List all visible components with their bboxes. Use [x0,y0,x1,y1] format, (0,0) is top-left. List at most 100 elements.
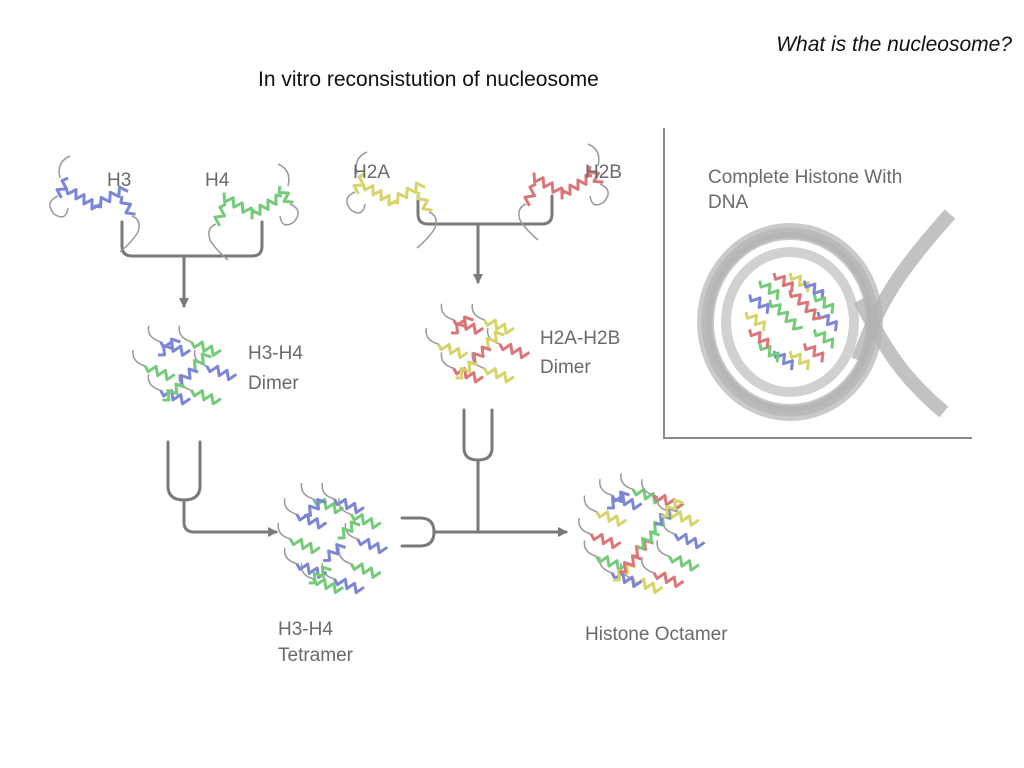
histone-tail [583,540,597,558]
h2ah2b-dimer-helix [498,342,531,360]
histone-tail [578,517,592,535]
h2ah2b-dimer-helix [483,318,515,335]
histone-tail [300,562,314,580]
h2a-monomer-helix [361,183,398,207]
label-tetramer-line1: H3-H4 [278,619,333,640]
slide-title: What is the nucleosome? [776,33,1012,56]
nucleosome-core-helix [788,272,810,293]
panel-title-line2: DNA [708,192,748,213]
dna-linker-lower [853,296,949,418]
h3h4-tetramer-helix [333,577,365,595]
histone-tail [589,183,609,206]
h3h4-tetramer-helix [308,565,332,585]
h3h4-tetramer-helix [323,543,347,562]
histone-tail [471,303,485,321]
h3h4-dimer-helix [143,364,176,382]
dna-linker-upper [851,209,956,363]
histone-octamer-helix [610,494,643,511]
h3-monomer-helix [119,195,136,216]
nucleosome-core-helix [772,350,794,371]
protein-illustrations [49,143,838,595]
histone-tail [321,482,335,500]
nucleosome-core-helix [802,280,825,301]
histone-octamer-helix [652,571,685,588]
panel-title-line1: Complete Histone With [708,167,902,188]
histone-tail [283,498,298,516]
histone-tail [300,482,314,500]
h2b-monomer-helix [587,165,604,184]
h3-h4-merge-arrow [120,220,264,306]
histone-tail [58,155,71,179]
h2ah2b-dimer-helix [483,367,515,384]
histone-tail [147,325,161,343]
label-h3h4-dimer-line2: Dimer [248,373,299,394]
h4-monomer-helix [213,202,227,227]
slide-subtitle: In vitro reconsistution of nucleosome [258,68,599,91]
h3h4-tetramer-helix [295,513,328,530]
h3-monomer-helix [93,185,129,209]
h2ah2b-dimer-helix [436,342,469,360]
h2b-monomer-helix [560,173,593,200]
histone-tail [599,479,613,496]
histone-tail [620,473,634,490]
h2a-monomer-helix [416,191,433,212]
histone-octamer-helix [660,498,684,518]
h2a-h2b-merge-arrow [416,194,554,282]
histone-octamer-helix [606,490,630,510]
nucleosome-core-helix [816,311,838,332]
dimer-to-tetramer-arrow [166,440,276,532]
h3h4-tetramer-helix [289,537,321,555]
h3h4-tetramer-helix [349,562,382,579]
nucleosome-core-helix [788,289,824,321]
label-h3: H3 [107,170,131,191]
histone-octamer-helix [595,510,628,527]
panel-frame [663,128,972,439]
h2ah2b-dimer-helix [455,360,479,380]
h3h4-dimer-helix [190,389,222,406]
histone-tail [599,556,613,574]
histone-tail [518,203,539,241]
h3h4-dimer-helix [205,364,238,382]
h2ah2b-drop-line [462,408,494,534]
histone-tail [425,327,439,345]
h3h4-tetramer-helix [356,537,389,555]
histone-octamer-helix [668,555,700,572]
histone-tail [132,349,146,367]
h2a-monomer-helix [390,181,426,205]
histone-tail [119,215,140,253]
nucleosome-core-helix [772,272,794,293]
h3h4-tetramer-helix [349,513,382,530]
histone-tail [416,211,437,249]
h3h4-tetramer-helix [312,577,345,595]
histone-tail [338,547,352,565]
histone-tail [283,547,298,565]
label-octamer: Histone Octamer [585,624,728,645]
histone-tail [583,495,597,513]
histone-octamer-helix [673,532,706,550]
dna-inner-turn [721,247,859,397]
h3-monomer-helix [55,176,69,199]
label-h2ah2b-dimer-line1: H2A-H2B [540,328,620,349]
h3-monomer-helix [64,187,101,211]
nucleosome-core-helix [748,294,770,314]
h2ah2b-dimer-helix [452,367,485,384]
h3h4-dimer-helix [190,340,222,357]
nucleosome-core-helix [802,342,825,363]
histone-octamer-helix [668,510,700,527]
h4-monomer-helix [277,185,294,204]
h3h4-tetramer-helix [337,520,361,540]
tetramer-to-octamer-arrow [400,516,566,548]
histone-tail [147,374,161,391]
label-h4: H4 [205,170,230,191]
h2b-monomer-helix [523,182,537,207]
h2ah2b-dimer-helix [450,315,474,335]
histone-tail [277,163,290,187]
histone-octamer-helix [618,554,642,574]
histone-tail [355,151,368,175]
histone-tail [49,195,69,218]
h3h4-tetramer-helix [303,498,327,517]
h4-monomer-helix [250,193,283,220]
nucleosome-core-helix [758,280,780,301]
histone-tail [344,522,358,540]
label-h2a: H2A [353,162,390,183]
